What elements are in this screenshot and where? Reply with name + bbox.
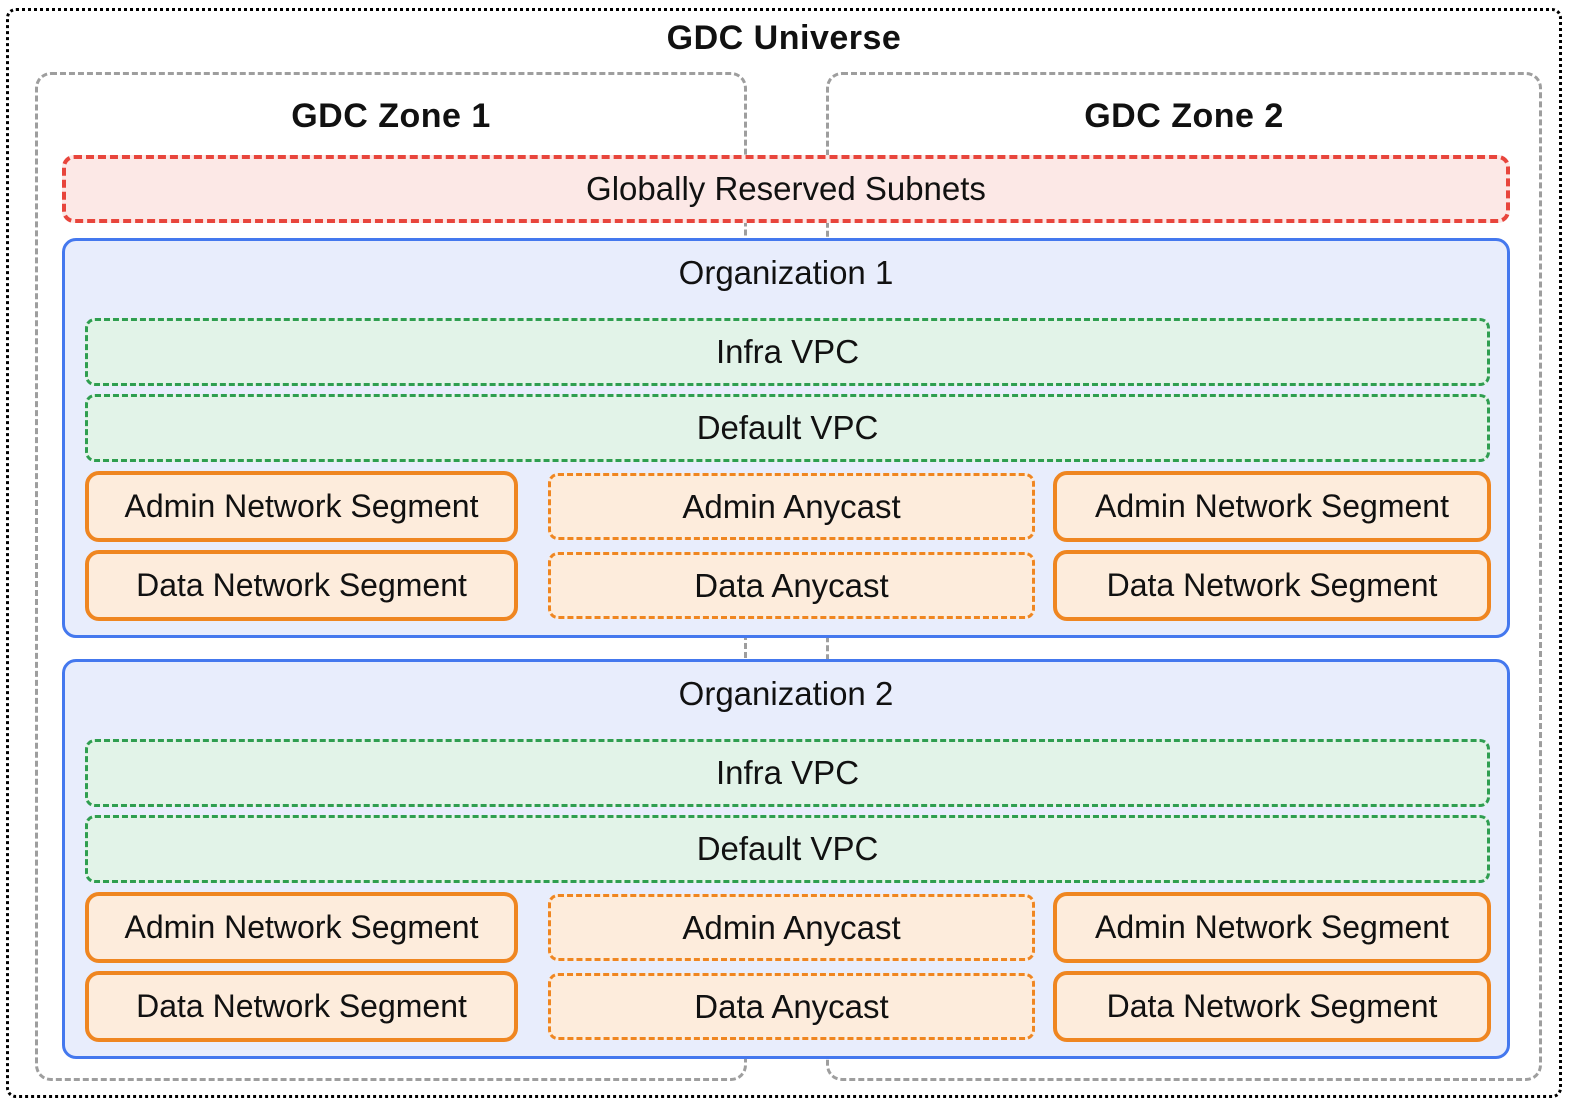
org1-data-anycast-box: Data Anycast [548,552,1035,619]
org1-zone1-data-network-segment-label: Data Network Segment [136,567,467,603]
org2-zone1-data-network-segment-box: Data Network Segment [85,971,518,1042]
org1-infra-vpc-box: Infra VPC [85,318,1490,386]
org2-zone2-data-network-segment-box: Data Network Segment [1053,971,1491,1042]
organization-1-title: Organization 1 [678,254,894,291]
org1-admin-anycast-box: Admin Anycast [548,473,1035,540]
org2-zone2-data-network-segment-label: Data Network Segment [1106,988,1438,1024]
organization-1-container: Organization 1 Infra VPC Default VPC Adm… [62,238,1510,638]
zone-1-title: GDC Zone 1 [291,96,491,135]
globally-reserved-subnets-band: Globally Reserved Subnets [62,155,1510,223]
universe-frame [6,8,1562,1098]
org2-admin-anycast-label: Admin Anycast [682,908,901,946]
organization-2-title: Organization 2 [678,675,894,712]
globally-reserved-subnets-label: Globally Reserved Subnets [586,170,986,207]
organization-2-container: Organization 2 Infra VPC Default VPC Adm… [62,659,1510,1059]
org1-zone1-admin-network-segment-box: Admin Network Segment [85,471,518,542]
org2-default-vpc-label: Default VPC [696,830,879,867]
org1-zone1-data-network-segment-box: Data Network Segment [85,550,518,621]
org1-data-anycast-label: Data Anycast [694,566,889,604]
org1-admin-anycast-label: Admin Anycast [682,487,901,525]
org2-zone2-admin-network-segment-box: Admin Network Segment [1053,892,1491,963]
org1-zone1-admin-network-segment-label: Admin Network Segment [124,488,479,524]
org1-zone2-admin-network-segment-box: Admin Network Segment [1053,471,1491,542]
org2-data-anycast-box: Data Anycast [548,973,1035,1040]
org1-zone2-data-network-segment-label: Data Network Segment [1106,567,1438,603]
org2-zone2-admin-network-segment-label: Admin Network Segment [1095,909,1449,945]
org2-data-anycast-label: Data Anycast [694,987,889,1025]
org1-default-vpc-box: Default VPC [85,394,1490,462]
org2-infra-vpc-label: Infra VPC [715,754,860,791]
org1-default-vpc-label: Default VPC [696,409,879,446]
org2-admin-anycast-box: Admin Anycast [548,894,1035,961]
org2-default-vpc-box: Default VPC [85,815,1490,883]
org2-infra-vpc-box: Infra VPC [85,739,1490,807]
zone-2-title: GDC Zone 2 [1084,96,1284,135]
universe-title: GDC Universe [666,18,902,57]
org1-zone2-data-network-segment-box: Data Network Segment [1053,550,1491,621]
org1-infra-vpc-label: Infra VPC [715,333,860,370]
org2-zone1-data-network-segment-label: Data Network Segment [136,988,467,1024]
org1-zone2-admin-network-segment-label: Admin Network Segment [1095,488,1449,524]
org2-zone1-admin-network-segment-label: Admin Network Segment [124,909,479,945]
org2-zone1-admin-network-segment-box: Admin Network Segment [85,892,518,963]
